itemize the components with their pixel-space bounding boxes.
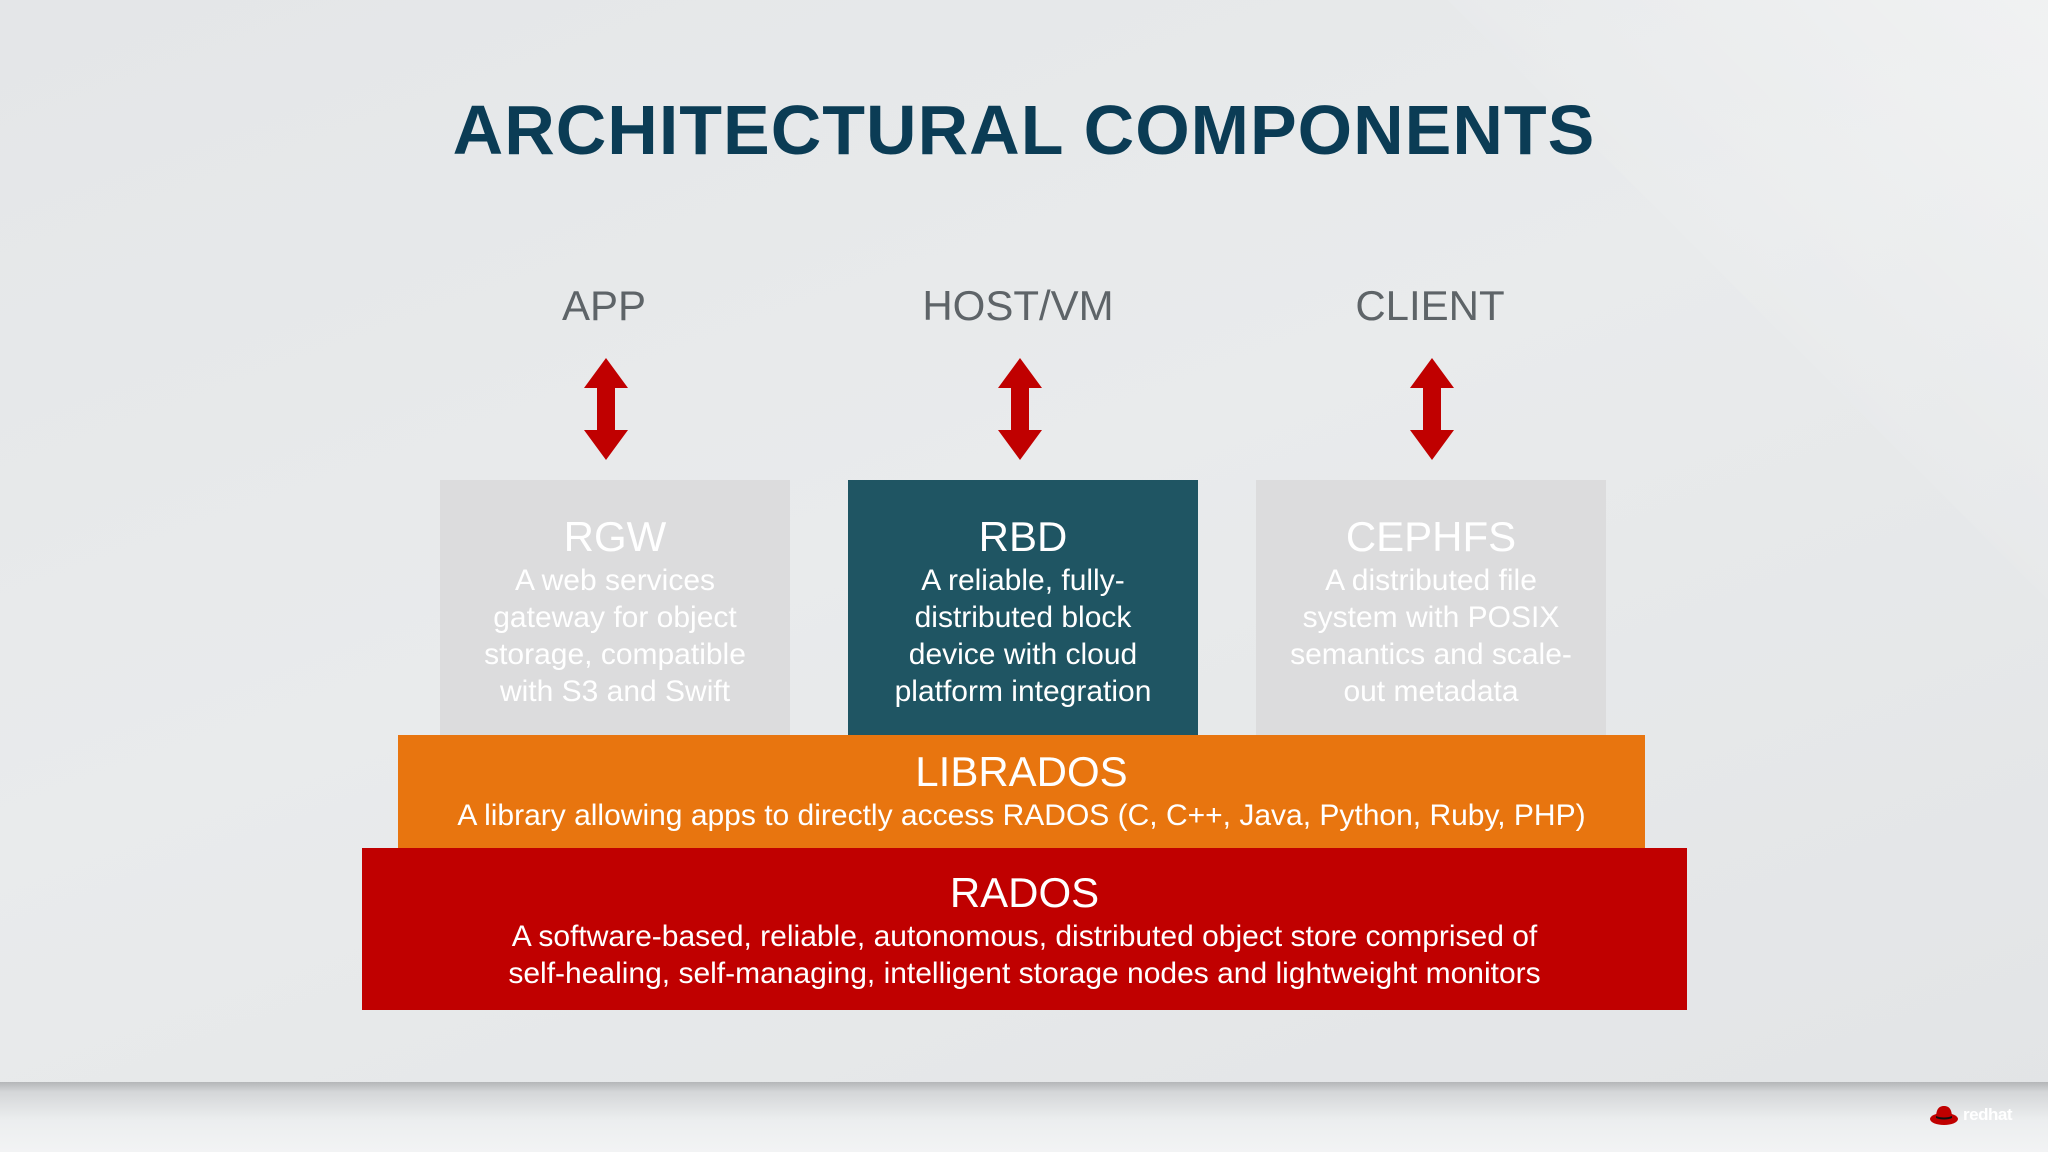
slide-title: ARCHITECTURAL COMPONENTS xyxy=(452,91,1596,169)
double-arrow-icon xyxy=(1410,358,1454,460)
redhat-logo-text: redhat xyxy=(1963,1105,2012,1124)
rgw-name: RGW xyxy=(563,513,667,560)
rados-description: A software-based, reliable, autonomous, … xyxy=(508,920,1541,990)
librados-name: LIBRADOS xyxy=(915,748,1128,795)
rbd-box: RBD A reliable, fully-distributed block … xyxy=(848,480,1198,735)
cephfs-name: CEPHFS xyxy=(1345,513,1517,560)
redhat-hat-icon xyxy=(1930,1106,1959,1125)
librados-description: A library allowing apps to directly acce… xyxy=(457,799,1586,832)
rbd-description: A reliable, fully-distributed block devi… xyxy=(894,564,1152,708)
cephfs-description: A distributed file system with POSIX sem… xyxy=(1290,564,1572,708)
redhat-logo: redhat xyxy=(1929,1104,2012,1126)
rados-name: RADOS xyxy=(949,869,1100,916)
librados-layer: LIBRADOS A library allowing apps to dire… xyxy=(398,735,1645,848)
rgw-box: RGW A web services gateway for object st… xyxy=(440,480,790,735)
client-label-client: CLIENT xyxy=(1355,282,1505,329)
rados-layer: RADOS A software-based, reliable, autono… xyxy=(362,848,1687,1010)
rgw-description: A web services gateway for object storag… xyxy=(484,564,746,708)
double-arrow-icon xyxy=(584,358,628,460)
client-label-host-vm: HOST/VM xyxy=(922,282,1114,329)
double-arrow-icon xyxy=(998,358,1042,460)
client-label-app: APP xyxy=(561,282,647,329)
cephfs-box: CEPHFS A distributed file system with PO… xyxy=(1256,480,1606,735)
rbd-name: RBD xyxy=(978,513,1068,560)
footer-bar xyxy=(0,1082,2048,1152)
